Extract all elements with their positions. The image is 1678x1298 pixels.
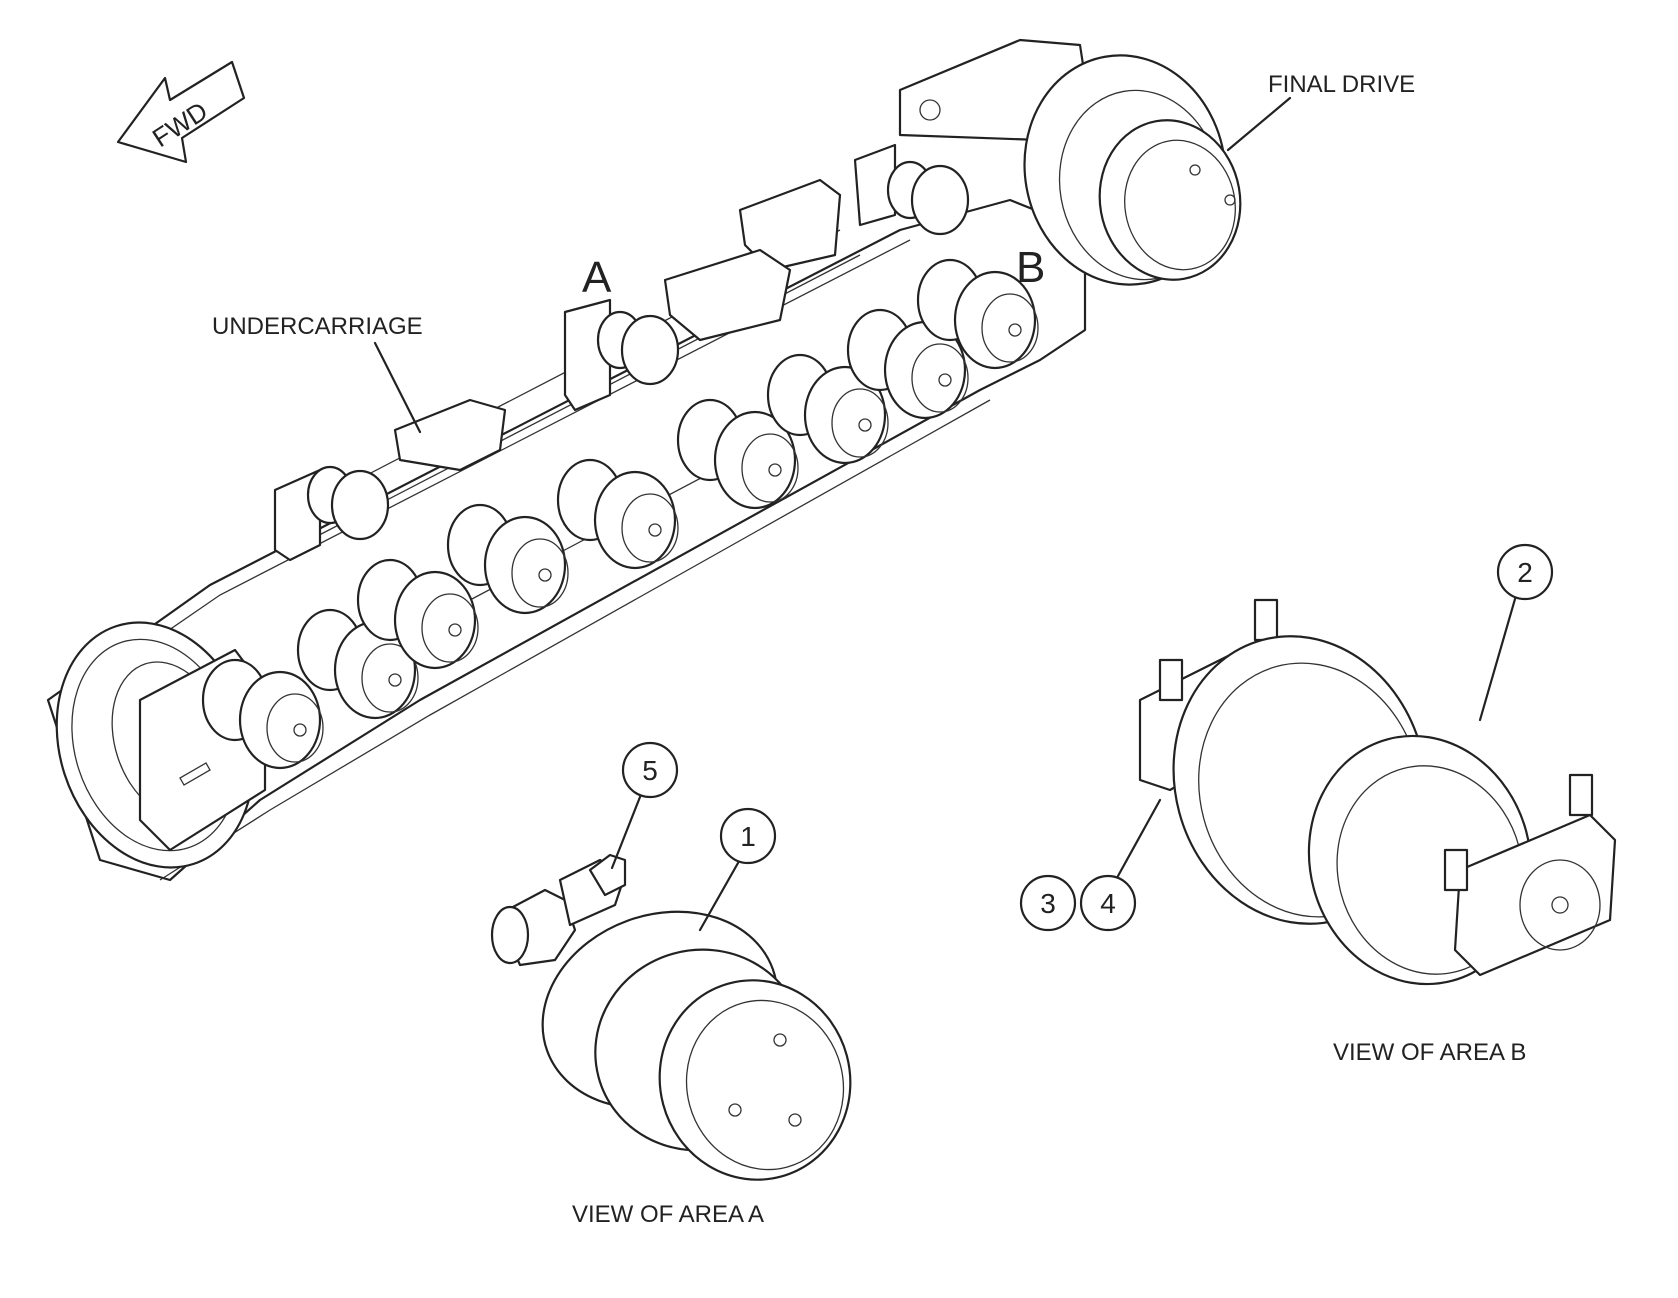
svg-text:3: 3 (1040, 888, 1056, 919)
area-a-label: A (582, 253, 612, 302)
carrier-roller-area-a (596, 310, 680, 386)
carrier-roller (306, 465, 390, 541)
carrier-rollers (306, 160, 970, 541)
svg-text:2: 2 (1517, 557, 1533, 588)
final-drive-label: FINAL DRIVE (1268, 71, 1415, 98)
track-roller (766, 353, 889, 465)
view-area-b-label: VIEW OF AREA B (1333, 1039, 1526, 1066)
track-roller (201, 658, 324, 770)
track-roller (296, 608, 419, 720)
track-roller (846, 308, 969, 420)
track-roller (556, 458, 679, 570)
view-area-b-drawing (1138, 598, 1617, 986)
view-area-a-label: VIEW OF AREA A (572, 1201, 764, 1228)
undercarriage-frame (46, 143, 1087, 882)
svg-text:4: 4 (1100, 888, 1116, 919)
carrier-roller (886, 160, 970, 236)
track-roller (446, 503, 569, 615)
callout-2: 2 (1478, 543, 1554, 722)
callout-3: 3 (1019, 874, 1077, 932)
track-roller (356, 558, 479, 670)
fwd-arrow: FWD (116, 60, 246, 164)
view-area-a-drawing (490, 853, 852, 1181)
final-drive-leader (1226, 96, 1292, 152)
area-b-label: B (1016, 243, 1045, 292)
svg-text:5: 5 (642, 755, 658, 786)
callout-1: 1 (698, 807, 777, 932)
final-drive (898, 38, 1242, 286)
track-rollers (201, 258, 1039, 770)
track-roller (916, 258, 1039, 370)
undercarriage-label: UNDERCARRIAGE (212, 313, 423, 340)
track-roller (676, 398, 799, 510)
callout-5: 5 (610, 741, 679, 870)
svg-text:1: 1 (740, 821, 756, 852)
callout-4: 4 (1079, 798, 1162, 932)
undercarriage-leader (373, 341, 422, 434)
